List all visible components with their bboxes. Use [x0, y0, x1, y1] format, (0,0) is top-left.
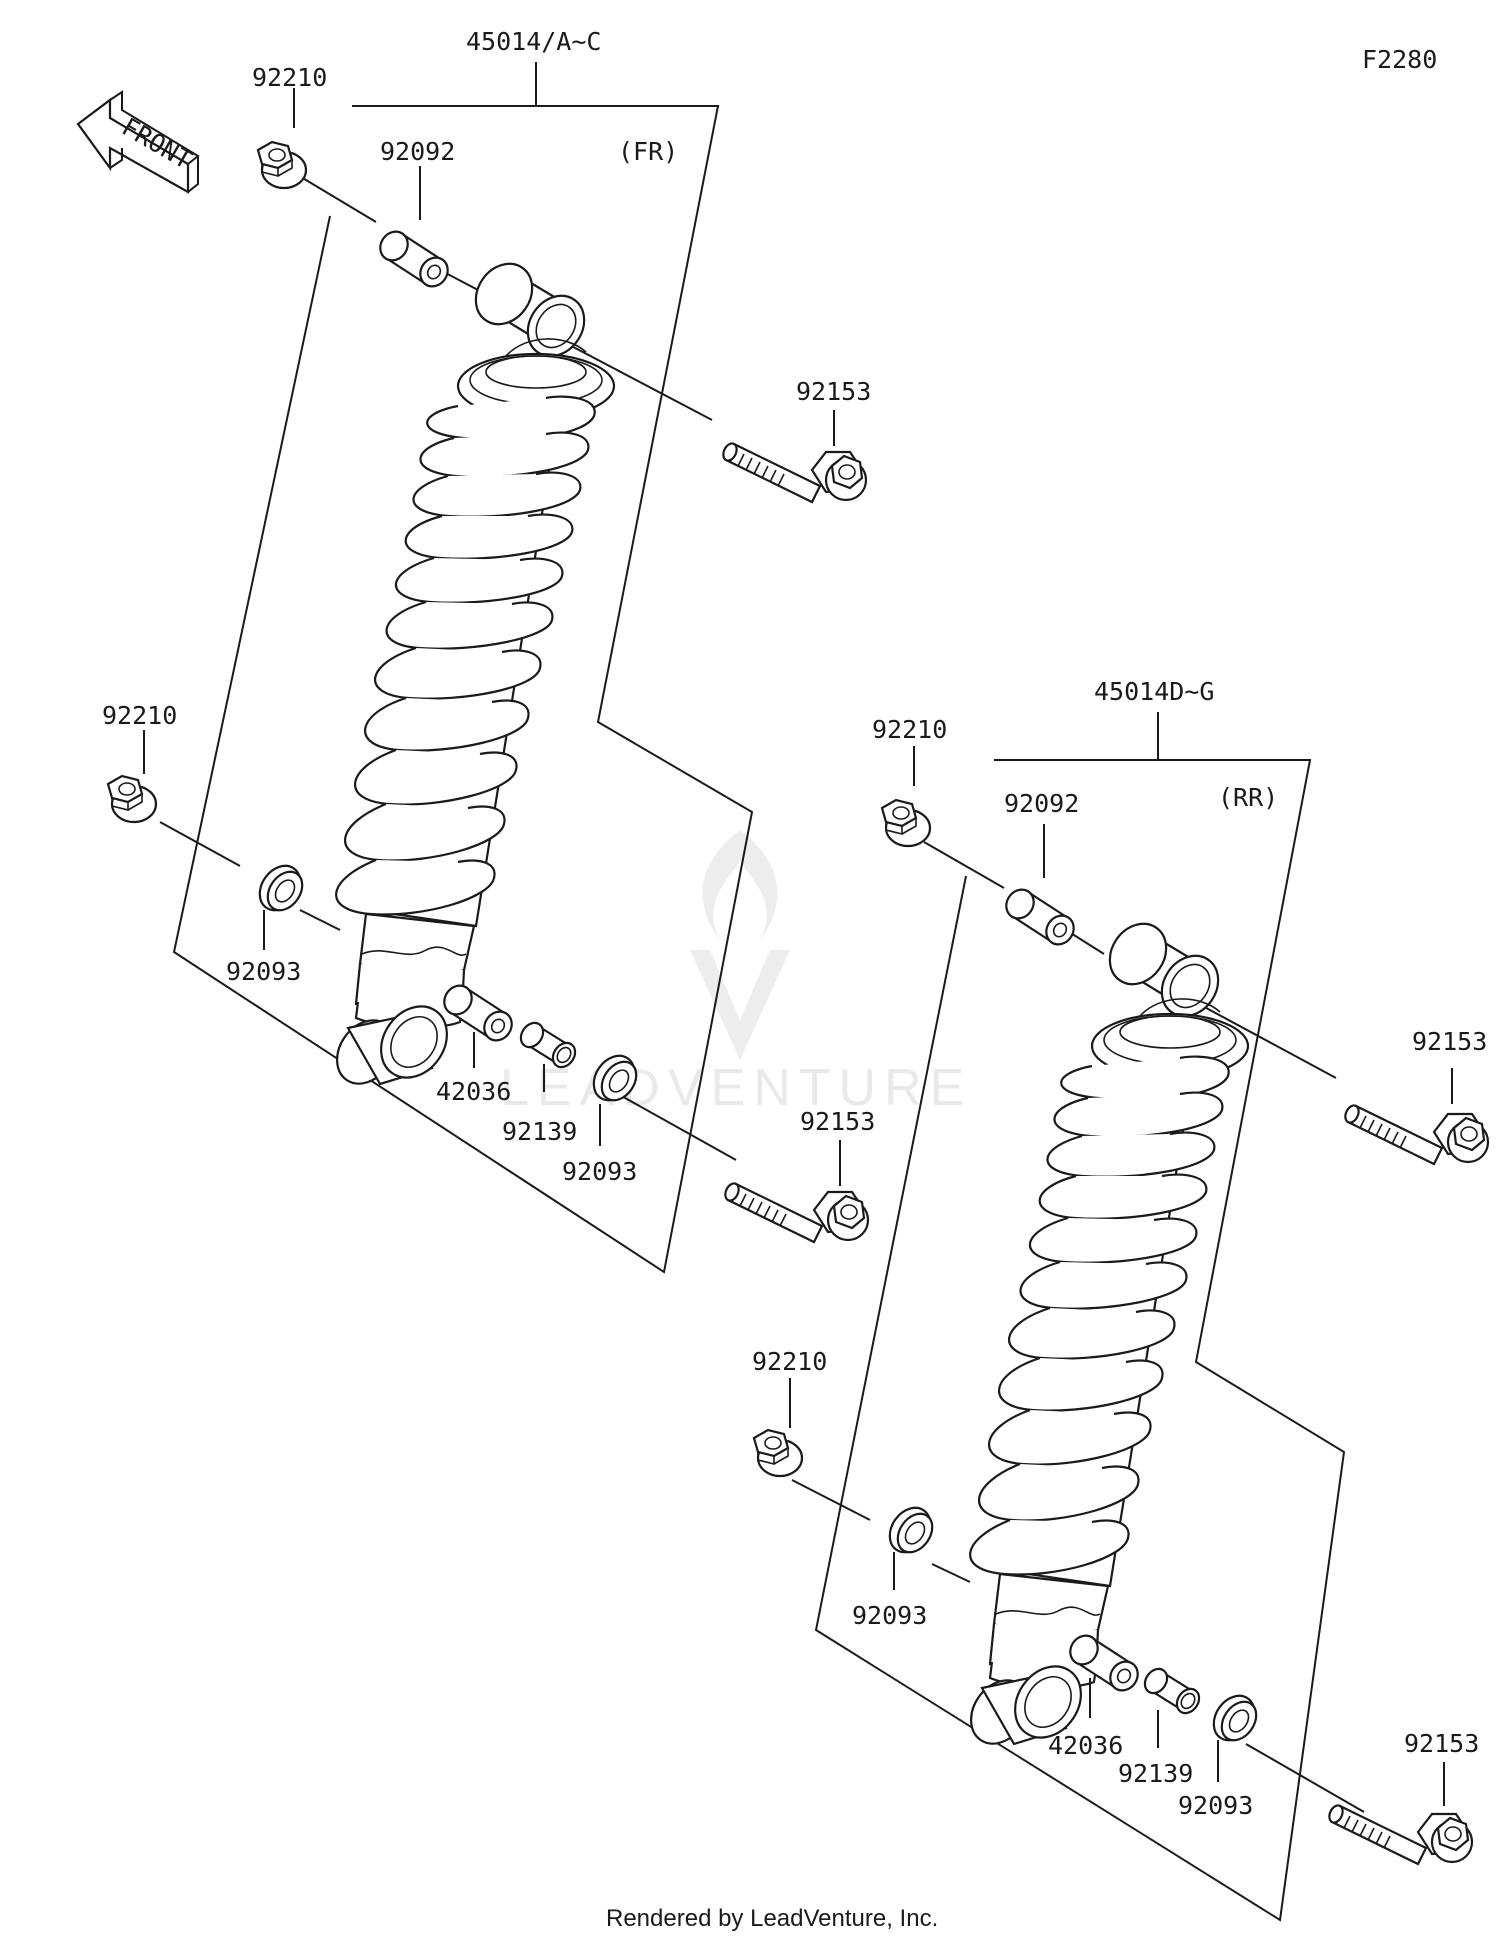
footer-credit: Rendered by LeadVenture, Inc. — [606, 1905, 938, 1932]
rear-callout-92153-bottom: 92153 — [1404, 1729, 1479, 1758]
rear-callout-92093-left: 92093 — [852, 1601, 927, 1630]
front-direction-arrow-icon: FRONT — [76, 90, 200, 194]
rear-callout-42036: 42036 — [1048, 1731, 1123, 1760]
front-callout-92093-right: 92093 — [562, 1157, 637, 1186]
front-top-collar — [373, 225, 455, 293]
rear-bushing — [1139, 1663, 1205, 1719]
rear-callout-92210-bottom: 92210 — [752, 1347, 827, 1376]
watermark-text: LEADVENTURE — [500, 1059, 972, 1117]
front-position-label: (FR) — [618, 137, 678, 166]
rear-top-bolt — [1341, 1102, 1490, 1166]
front-callout-92210-bottom: 92210 — [102, 701, 177, 730]
rear-assembly-part-number: 45014D~G — [1094, 677, 1214, 706]
front-top-nut — [256, 140, 308, 190]
front-callout-42036: 42036 — [436, 1077, 511, 1106]
rear-top-collar — [999, 883, 1081, 951]
front-callout-92153-top: 92153 — [796, 377, 871, 406]
rear-right-seal — [1204, 1686, 1265, 1750]
front-bottom-bolt — [721, 1180, 870, 1244]
front-callout-92139: 92139 — [502, 1117, 577, 1146]
diagram-code: F2280 — [1362, 45, 1437, 74]
rear-shock-assembly: 45014D~G (RR) 92210 92092 92153 92210 92… — [752, 677, 1490, 1922]
front-shock-absorber — [324, 251, 616, 1096]
rear-bottom-nut — [752, 1428, 804, 1478]
rear-callout-92139: 92139 — [1118, 1759, 1193, 1788]
rear-top-nut — [880, 798, 932, 848]
front-shock-assembly: 45014/A~C (FR) 92210 92092 92153 92210 9… — [102, 27, 875, 1274]
front-callout-92153-bottom: 92153 — [800, 1107, 875, 1136]
front-bottom-nut — [106, 774, 158, 824]
rear-position-label: (RR) — [1218, 783, 1278, 812]
front-sleeve — [437, 979, 519, 1047]
rear-callout-92153-top: 92153 — [1412, 1027, 1487, 1056]
front-top-bolt — [719, 440, 868, 504]
leadventure-watermark: LEADVENTURE — [500, 830, 972, 1117]
rear-callout-92092-top: 92092 — [1004, 789, 1079, 818]
front-callout-92093-left: 92093 — [226, 957, 301, 986]
rear-shock-absorber — [958, 911, 1250, 1756]
front-callout-92210-top: 92210 — [252, 63, 327, 92]
rear-left-seal — [880, 1498, 941, 1562]
front-left-seal — [250, 856, 311, 920]
rear-callout-92210-top: 92210 — [872, 715, 947, 744]
front-callout-92092-top: 92092 — [380, 137, 455, 166]
front-assembly-part-number: 45014/A~C — [466, 27, 601, 56]
rear-bottom-bolt — [1325, 1802, 1474, 1866]
rear-callout-92093-right: 92093 — [1178, 1791, 1253, 1820]
